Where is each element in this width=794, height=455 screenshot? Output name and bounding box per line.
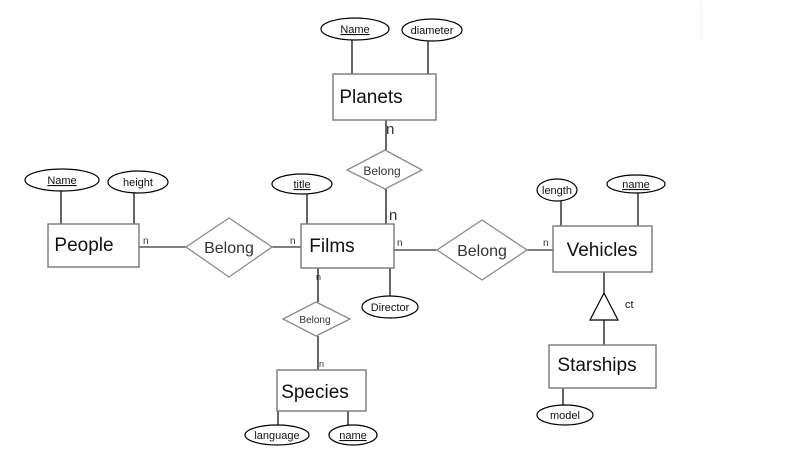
attribute-starships-model-label: model [550,410,580,422]
cardinality-films-bottom: n [316,272,321,282]
attribute-people-name[interactable]: Name [24,168,100,192]
attribute-films-title[interactable]: title [271,173,333,195]
entity-people-label: People [54,235,113,256]
entity-planets-label: Planets [339,87,402,108]
attribute-starships-model[interactable]: model [536,404,594,426]
attribute-species-language-label: language [254,430,299,442]
relationship-people-films-label: Belong [204,240,254,257]
cardinality-planets-side: n [386,121,394,138]
relationship-films-species[interactable]: Belong [281,301,352,337]
cardinality-films-left: n [290,236,296,247]
entity-starships[interactable]: Starships [548,344,657,389]
relationship-films-species-label: Belong [299,315,330,326]
cardinality-films-top: n [389,207,397,224]
attribute-people-height[interactable]: height [107,170,169,194]
cardinality-labels: n n n n n n n n [143,121,549,369]
attribute-films-director[interactable]: Director [361,295,419,319]
attribute-films-director-label: Director [371,302,410,314]
relationship-planets-films[interactable]: Belong [345,149,424,190]
cardinality-people-side: n [143,236,149,247]
relationship-planets-films-label: Belong [363,164,400,178]
attribute-vehicles-length-label: length [542,185,572,197]
attribute-species-name[interactable]: name [328,424,378,446]
attribute-people-height-label: height [123,177,153,189]
entity-species-label: Species [281,382,349,403]
entity-films[interactable]: Films [300,223,395,269]
attribute-species-language[interactable]: language [244,424,310,446]
attribute-planets-name[interactable]: Name [320,17,390,41]
specialization-label: ct [625,299,634,311]
entity-species[interactable]: Species [276,369,367,412]
connectors [60,40,639,426]
attribute-vehicles-length[interactable]: length [536,178,578,202]
attribute-species-name-label: name [339,430,367,442]
attribute-planets-diameter[interactable]: diameter [401,18,463,42]
entity-people[interactable]: People [47,223,140,268]
isa-triangle-icon [589,291,619,321]
entity-vehicles-label: Vehicles [567,240,638,261]
entity-vehicles[interactable]: Vehicles [552,225,653,273]
attribute-films-title-label: title [293,179,310,191]
entity-films-label: Films [309,236,354,257]
cardinality-vehicles-side: n [543,238,549,249]
cardinality-species-side: n [319,359,324,369]
relationship-people-films[interactable]: Belong [184,217,274,278]
attribute-people-name-label: Name [47,175,76,187]
relationship-films-vehicles-label: Belong [457,243,507,260]
attribute-planets-diameter-label: diameter [411,25,454,37]
entity-starships-label: Starships [557,355,636,376]
attribute-vehicles-name[interactable]: name [606,174,666,194]
specialization-isa[interactable]: ct [589,291,634,321]
relationship-films-vehicles[interactable]: Belong [435,219,529,281]
entity-planets[interactable]: Planets [332,73,437,121]
cardinality-films-right: n [397,238,403,249]
attribute-planets-name-label: Name [340,24,369,36]
attribute-vehicles-name-label: name [622,179,650,191]
